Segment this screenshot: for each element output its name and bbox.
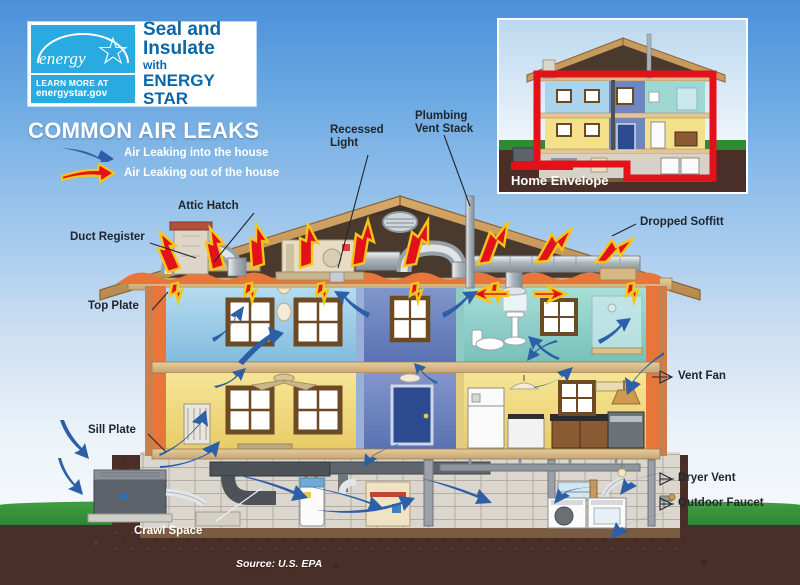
energy-wordmark: energy — [39, 49, 86, 68]
page-title: COMMON AIR LEAKS — [28, 118, 260, 143]
learn-more-block[interactable]: LEARN MORE AT energystar.gov — [31, 73, 135, 103]
logo-title-line2: Insulate — [143, 38, 215, 59]
callout-top-plate: Top Plate — [88, 300, 139, 312]
learn-more-label: LEARN MORE AT — [36, 78, 109, 88]
legend-label-air-in: Air Leaking into the house — [124, 147, 269, 159]
legend-label-air-out: Air Leaking out of the house — [124, 167, 280, 179]
callout-outdoor-faucet: Outdoor Faucet — [678, 497, 764, 509]
logo-title-line3: with — [143, 58, 167, 72]
callout-plumbing-vent-stack: Plumbing Vent Stack — [415, 110, 474, 135]
callout-crawl-space: Crawl Space — [134, 525, 203, 537]
logo-title-block: Seal and Insulate with ENERGY STAR — [135, 20, 253, 108]
legend-item-air-in: Air Leaking into the house — [60, 144, 268, 162]
energy-star-logo: energy ☆ LEARN MORE AT energystar.gov Se… — [28, 20, 256, 108]
callout-recessed-light: Recessed Light — [330, 124, 384, 149]
star-icon: ☆ — [95, 31, 131, 73]
inset-house — [512, 33, 726, 182]
logo-title-line4: ENERGY STAR — [143, 71, 215, 108]
home-envelope-caption: Home Envelope — [511, 173, 609, 188]
logo-mark-block: energy ☆ LEARN MORE AT energystar.gov — [31, 25, 135, 103]
callout-dryer-vent: Dryer Vent — [678, 472, 736, 484]
home-envelope-inset: Home Envelope — [497, 18, 748, 194]
source-attribution: Source: U.S. EPA — [236, 558, 323, 570]
callout-dropped-soffitt: Dropped Soffitt — [640, 216, 724, 228]
blue-arrow-icon — [62, 148, 114, 162]
callout-vent-fan: Vent Fan — [678, 370, 726, 382]
energy-star-mark: energy ☆ — [31, 25, 135, 73]
legend-item-air-out: Air Leaking out of the house — [60, 163, 279, 183]
logo-title-line1: Seal and — [143, 19, 222, 40]
red-arrow-icon — [60, 163, 116, 183]
callout-attic-hatch: Attic Hatch — [178, 200, 239, 212]
callout-sill-plate: Sill Plate — [88, 424, 136, 436]
energystar-url: energystar.gov — [36, 88, 108, 99]
callout-duct-register: Duct Register — [70, 231, 145, 243]
envelope-color-swatch — [511, 162, 573, 170]
